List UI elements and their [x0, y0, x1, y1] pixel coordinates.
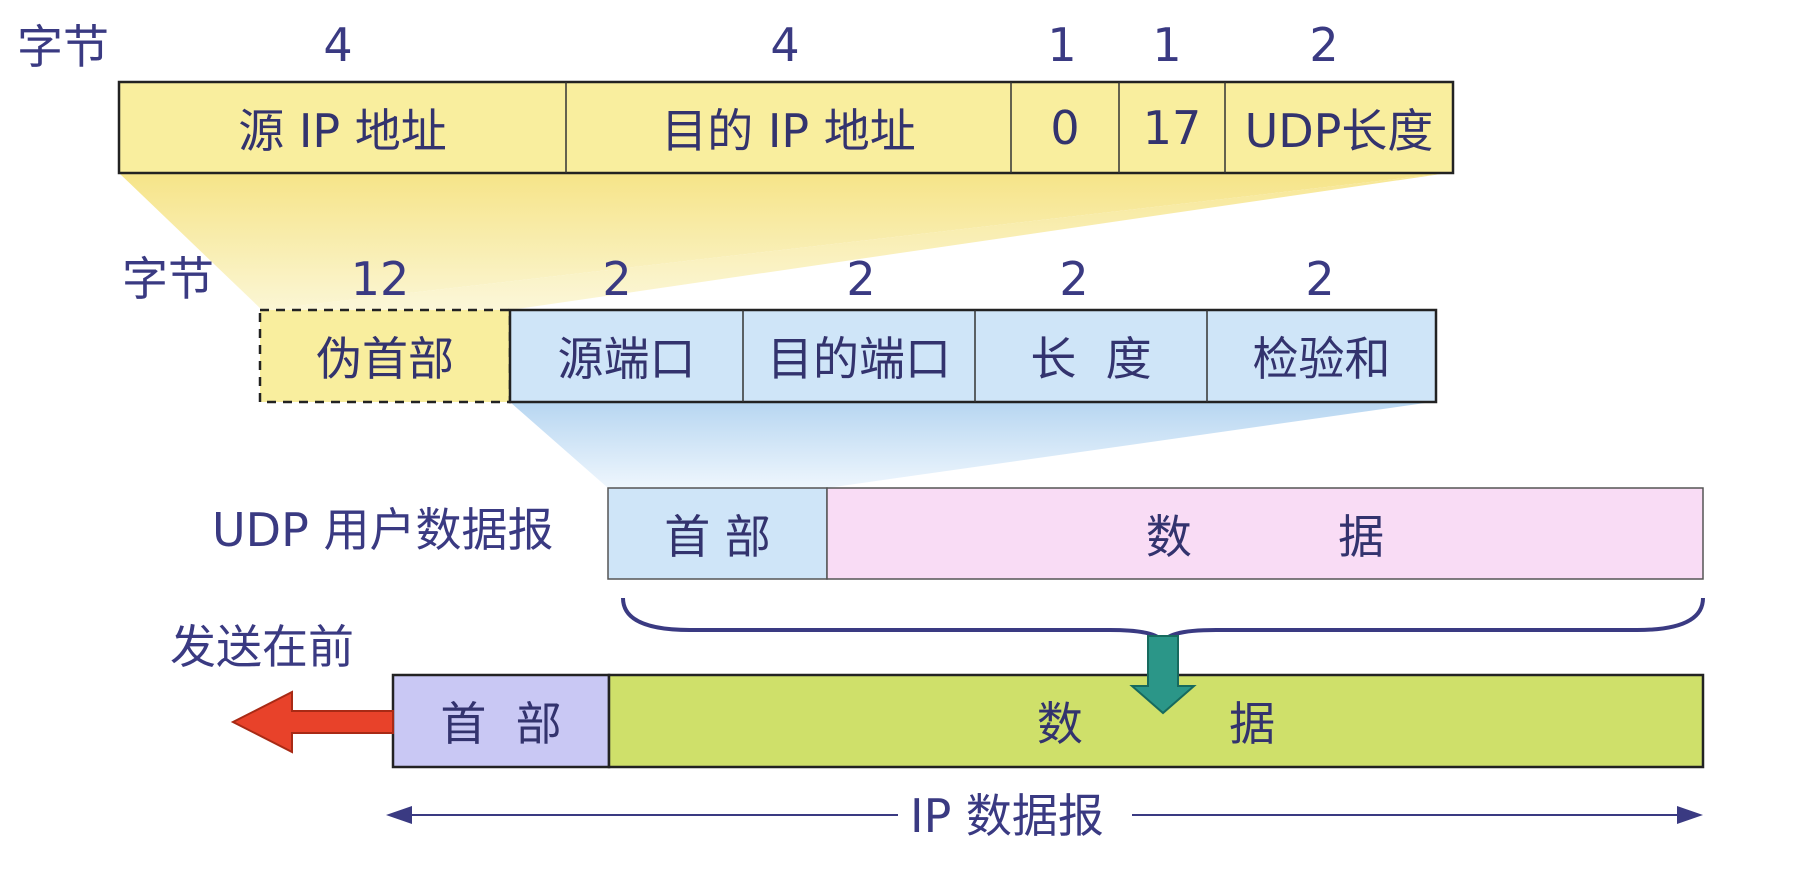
- byte-count: 2: [602, 252, 632, 306]
- field-protocol: 17: [1142, 100, 1202, 155]
- field-dest-port: 目的端口: [767, 332, 951, 386]
- span-arrowhead-left-icon: [386, 806, 412, 824]
- pseudo-header-box: [117, 80, 1455, 175]
- byte-count: 2: [1305, 252, 1335, 306]
- pseudo-header-label: 伪首部: [316, 332, 454, 386]
- udp-header-expansion-wedge: [510, 402, 1432, 488]
- span-arrowhead-right-icon: [1677, 806, 1703, 824]
- field-zero: 0: [1050, 100, 1080, 155]
- byte-count: 1: [1152, 18, 1182, 72]
- udp-datagram-header-box: [607, 487, 828, 580]
- ip-datagram-header-box: [391, 673, 611, 769]
- field-udp-length: UDP长度: [1244, 103, 1434, 158]
- down-arrow-icon: [1129, 635, 1197, 715]
- ip-datagram-label: IP 数据报: [910, 789, 1104, 843]
- byte-count: 12: [350, 252, 410, 306]
- udp-datagram-data-box: [826, 487, 1704, 580]
- send-first-label: 发送在前: [170, 620, 354, 674]
- field-source-port: 源端口: [557, 332, 696, 386]
- field-length: 长 度: [1030, 332, 1152, 386]
- field-checksum: 检验和: [1252, 332, 1391, 386]
- ip-datagram-header: 首 部: [440, 697, 562, 751]
- byte-count: 2: [1059, 252, 1089, 306]
- byte-count: 1: [1047, 18, 1077, 72]
- byte-count: 2: [846, 252, 876, 306]
- pseudo-header-expansion-wedge-right: [262, 173, 1448, 310]
- bytes-label-udp: 字节: [122, 252, 214, 306]
- field-source-ip: 源 IP 地址: [238, 103, 447, 158]
- byte-count: 4: [323, 18, 353, 72]
- byte-count: 4: [770, 18, 800, 72]
- udp-datagram-header: 首 部: [664, 509, 771, 564]
- ip-datagram-data: 数 据: [1036, 697, 1276, 751]
- pseudo-header-expansion-wedge: [119, 173, 1448, 310]
- pseudo-header-dashed-box: [258, 308, 512, 404]
- byte-count: 2: [1309, 18, 1339, 72]
- field-dest-ip: 目的 IP 地址: [661, 103, 916, 158]
- bytes-label-top: 字节: [17, 20, 109, 74]
- udp-datagram-data: 数 据: [1145, 509, 1385, 564]
- udp-datagram-label: UDP 用户数据报: [212, 503, 554, 557]
- udp-header-box: [508, 308, 1438, 404]
- left-arrow-icon: [230, 690, 394, 754]
